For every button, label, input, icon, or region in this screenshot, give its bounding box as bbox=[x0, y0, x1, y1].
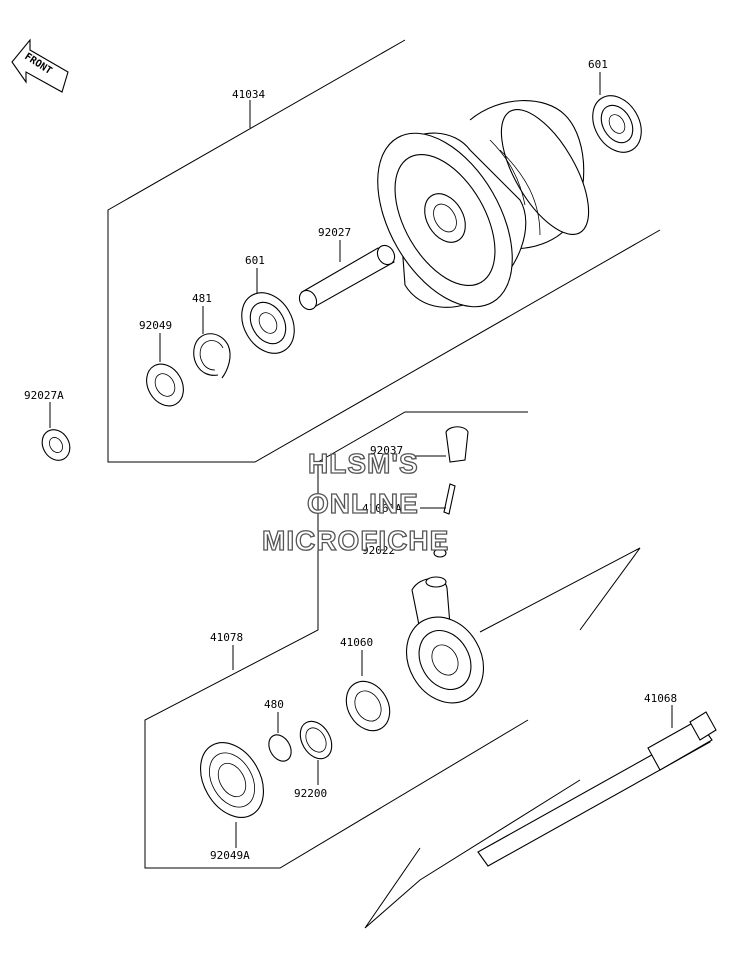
part-number-41068[interactable]: 41068 bbox=[644, 692, 677, 705]
part-number-92027[interactable]: 92027 bbox=[318, 226, 351, 239]
spacer-92027 bbox=[298, 240, 396, 311]
part-number-92200[interactable]: 92200 bbox=[294, 787, 327, 800]
part-number-41060[interactable]: 41060 bbox=[340, 636, 373, 649]
part-number-481[interactable]: 481 bbox=[192, 292, 212, 305]
seal-92049 bbox=[146, 333, 184, 407]
part-number-92037[interactable]: 92037 bbox=[370, 444, 403, 457]
part-number-41060A[interactable]: 41060A bbox=[362, 502, 402, 515]
bearing-601-mid bbox=[241, 268, 295, 354]
part-number-92027A[interactable]: 92027A bbox=[24, 389, 64, 402]
hub-assembly-frame bbox=[107, 39, 661, 463]
watermark-line-1: HLSM'S bbox=[308, 448, 419, 479]
part-number-480[interactable]: 480 bbox=[264, 698, 284, 711]
part-number-41034[interactable]: 41034 bbox=[232, 88, 265, 101]
axle-41068 bbox=[364, 705, 717, 929]
part-number-92049[interactable]: 92049 bbox=[139, 319, 172, 332]
collar-92027A bbox=[41, 402, 71, 461]
part-number-601-mid[interactable]: 601 bbox=[245, 254, 265, 267]
part-number-92049A[interactable]: 92049A bbox=[210, 849, 250, 862]
part-number-601-top[interactable]: 601 bbox=[588, 58, 608, 71]
gear-housing bbox=[406, 547, 641, 704]
gear-41060 bbox=[345, 650, 391, 732]
part-number-41078[interactable]: 41078 bbox=[210, 631, 243, 644]
circlip-481 bbox=[193, 306, 231, 379]
watermark-line-2: ONLINE bbox=[307, 488, 419, 519]
watermark: HLSM'S ONLINE MICROFICHE bbox=[261, 447, 449, 556]
watermark-line-3: MICROFICHE bbox=[262, 525, 449, 556]
wheel-hub bbox=[377, 100, 590, 308]
front-arrow-icon: FRONT bbox=[11, 38, 69, 93]
speedo-cable-fitting bbox=[412, 426, 469, 558]
brake-assembly-frame bbox=[144, 411, 529, 869]
washer-92200 bbox=[299, 720, 333, 785]
seal-92049A bbox=[200, 742, 264, 848]
part-number-92022[interactable]: 92022 bbox=[362, 544, 395, 557]
ring-480 bbox=[268, 712, 292, 762]
bearing-601-top bbox=[592, 72, 642, 153]
